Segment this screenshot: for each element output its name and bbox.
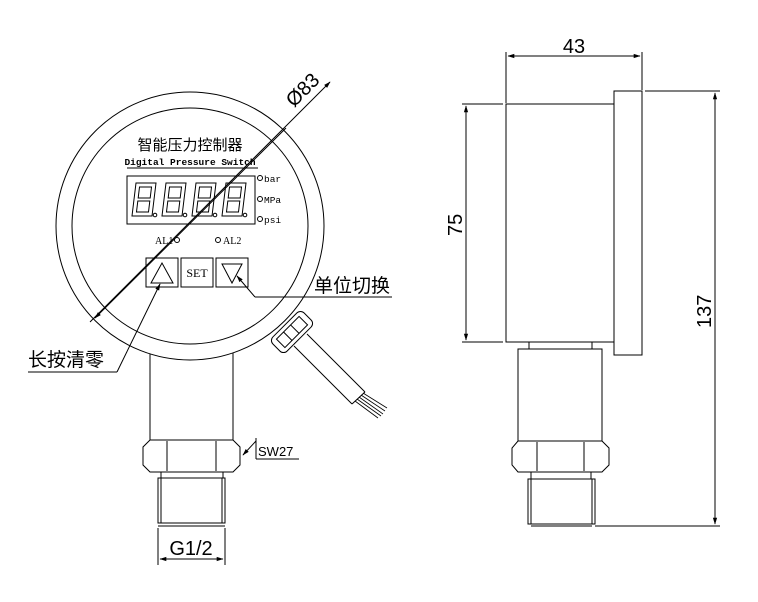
- side-view: 43 75 137: [445, 36, 720, 527]
- digit-segment-hole: [135, 200, 151, 213]
- hex-nut: [142, 439, 241, 473]
- long-press-zero-label: 长按清零: [28, 349, 104, 371]
- depth-label: 43: [563, 36, 585, 58]
- alarm-led-al2: [215, 237, 221, 243]
- display-digit: [191, 182, 218, 218]
- unit-label-bar: bar: [264, 174, 281, 185]
- unit-label-psi: psi: [264, 215, 281, 226]
- digit-segment-hole: [197, 186, 213, 199]
- digit-segment-hole: [225, 200, 241, 213]
- alarm-indicators: AL1 AL2: [155, 236, 241, 247]
- decimal-point: [182, 212, 188, 218]
- digit-outline: [161, 182, 187, 217]
- alarm-label-al2: AL2: [223, 236, 241, 247]
- collar: [528, 341, 593, 350]
- digit-segment-hole: [137, 186, 153, 199]
- unit-led-mpa: [257, 196, 263, 202]
- front-bezel: [613, 90, 643, 356]
- display-digit: [131, 182, 158, 218]
- set-button[interactable]: SET: [180, 257, 214, 288]
- housing: [505, 103, 615, 343]
- hex-size-label: SW27: [258, 444, 293, 459]
- digit-segment-hole: [167, 186, 183, 199]
- digit-segment-hole: [195, 200, 211, 213]
- side-body: [517, 348, 603, 442]
- display-window: [126, 175, 256, 225]
- digit-segment-hole: [165, 200, 181, 213]
- up-button[interactable]: [145, 257, 179, 288]
- housing-height-label: 75: [445, 214, 467, 236]
- cable-gland: [270, 310, 314, 354]
- total-height-dimension: 137: [595, 90, 720, 527]
- depth-dimension: 43: [505, 36, 643, 103]
- digit-outline: [221, 182, 247, 217]
- decimal-point: [152, 212, 158, 218]
- front-view: 智能压力控制器 Digital Pressure Switch bar MPa …: [28, 69, 392, 565]
- unit-switch-label: 单位切换: [314, 275, 390, 297]
- cable: [293, 333, 388, 419]
- side-thread-fitting: [527, 471, 596, 527]
- title-cn: 智能压力控制器: [137, 136, 242, 154]
- inner-bezel: [71, 107, 309, 345]
- up-arrow-icon: [150, 261, 174, 284]
- decimal-point: [242, 212, 248, 218]
- display-digits: [131, 182, 248, 218]
- alarm-label-al1: AL1: [155, 236, 173, 247]
- digit-outline: [191, 182, 217, 217]
- outer-bezel: [55, 91, 325, 361]
- thread-label: G1/2: [169, 538, 212, 560]
- diameter-label: Ø83: [282, 69, 324, 111]
- unit-led-bar: [257, 175, 263, 181]
- alarm-led-al1: [174, 237, 180, 243]
- title-en: Digital Pressure Switch: [124, 157, 255, 168]
- unit-label-mpa: MPa: [264, 195, 281, 206]
- housing-height-dimension: 75: [445, 103, 503, 343]
- side-hex-nut: [511, 440, 610, 473]
- set-button-label: SET: [186, 266, 208, 280]
- callout-hex-size: SW27: [242, 438, 299, 460]
- callout-long-press-zero: 长按清零: [28, 283, 161, 373]
- display-digit: [161, 182, 188, 218]
- thread-dimension: G1/2: [157, 528, 226, 565]
- down-arrow-icon: [221, 263, 243, 285]
- stem: [149, 345, 234, 440]
- cable-wires: [354, 392, 388, 419]
- total-height-label: 137: [694, 295, 716, 328]
- callout-unit-switch: 单位切换: [236, 275, 392, 298]
- digit-outline: [131, 182, 157, 217]
- decimal-point: [212, 212, 218, 218]
- unit-led-psi: [257, 216, 263, 222]
- unit-indicators: bar MPa psi: [257, 174, 281, 226]
- display-digit: [221, 182, 248, 218]
- thread-fitting: [157, 471, 226, 527]
- digit-segment-hole: [227, 186, 243, 199]
